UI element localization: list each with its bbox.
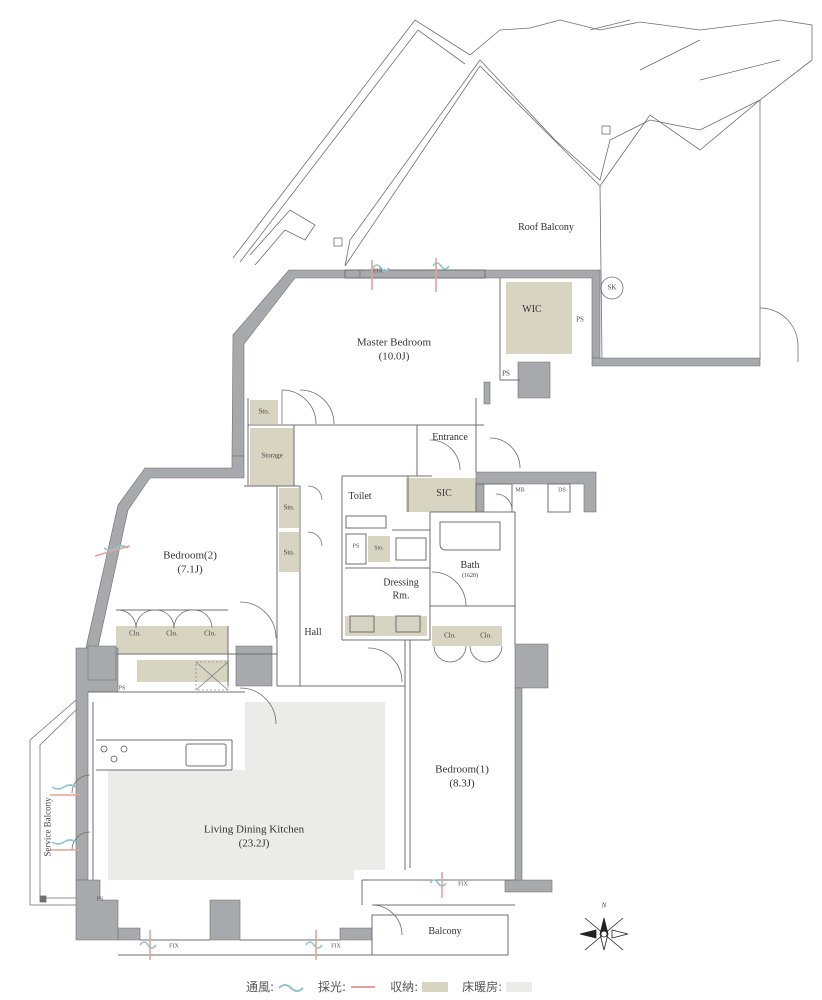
sto-top-label: Sto. bbox=[258, 407, 270, 416]
bedroom2-size: (7.1J) bbox=[177, 563, 203, 575]
master-bedroom-size: (10.0J) bbox=[378, 350, 410, 362]
clo-3-label: Clo. bbox=[204, 629, 216, 638]
clo-2-label: Clo. bbox=[166, 629, 178, 638]
bedroom2-name: Bedroom(2) bbox=[163, 549, 217, 562]
legend-floor-heating-label: 床暖房: bbox=[462, 980, 503, 994]
stove-icon bbox=[100, 745, 128, 763]
roof-balcony-label: Roof Balcony bbox=[518, 221, 574, 233]
legend-lighting-label: 採光: bbox=[318, 980, 347, 994]
ds-label: DS bbox=[558, 487, 566, 494]
entrance-label: Entrance bbox=[432, 431, 468, 443]
bath-name: Bath bbox=[460, 560, 480, 571]
north-label: N bbox=[601, 901, 607, 910]
master-bedroom-label: Master Bedroom (10.0J) bbox=[357, 336, 431, 364]
ps-bottom-label: PS bbox=[96, 896, 104, 903]
fix-bottom-mid-label: FIX bbox=[331, 943, 341, 950]
service-balcony-label: Service Balcony bbox=[42, 797, 53, 857]
fix-bottom-left-label: FIX bbox=[169, 943, 179, 950]
balcony-label: Balcony bbox=[428, 925, 462, 937]
storage-zones bbox=[116, 282, 572, 682]
compass-icon bbox=[579, 917, 629, 951]
legend-ventilation-label: 通風: bbox=[246, 980, 275, 994]
toilet-label: Toilet bbox=[348, 490, 372, 502]
hall-label: Hall bbox=[304, 626, 322, 638]
clo-4-label: Clo. bbox=[444, 631, 456, 640]
legend-storage: 収納: bbox=[390, 978, 449, 995]
bedroom2-label: Bedroom(2) (7.1J) bbox=[163, 549, 217, 577]
ventilation-swatch-icon bbox=[278, 983, 304, 992]
ps-mid-label: PS bbox=[502, 369, 510, 378]
interior-lines bbox=[88, 269, 571, 956]
ps-top-label: PS bbox=[576, 315, 584, 324]
legend-floor-heating: 床暖房: bbox=[462, 978, 533, 995]
ps-toilet-label: PS bbox=[352, 543, 360, 550]
service-balcony-outline bbox=[29, 699, 77, 906]
bath-label: Bath (1620) bbox=[461, 560, 480, 580]
ldk-label: Living Dining Kitchen (23.2J) bbox=[204, 823, 304, 851]
bedroom1-name: Bedroom(1) bbox=[435, 763, 489, 776]
sto-a-label: Sto. bbox=[283, 503, 295, 512]
ldk-name: Living Dining Kitchen bbox=[203, 823, 305, 836]
mb-label: MB bbox=[515, 487, 525, 494]
fix-top-label: FIX bbox=[373, 268, 383, 275]
legend-storage-label: 収納: bbox=[390, 980, 419, 994]
roof-balcony-outline bbox=[232, 19, 813, 362]
sto-b-label: Sto. bbox=[283, 548, 295, 557]
sto-toilet-label: Sto. bbox=[374, 545, 384, 552]
wic-label: WIC bbox=[522, 303, 542, 315]
lighting-marks bbox=[50, 258, 443, 960]
floor-heating-area bbox=[108, 702, 385, 880]
floor-heating-swatch bbox=[506, 981, 533, 992]
storage-label: Storage bbox=[261, 451, 283, 460]
bath-size: (1620) bbox=[461, 572, 478, 579]
dressing-name: Dressing bbox=[383, 577, 419, 589]
legend-lighting: 採光: bbox=[318, 978, 376, 995]
fix-bottom-right-label: FIX bbox=[458, 881, 468, 888]
bedroom1-size: (8.3J) bbox=[449, 777, 475, 789]
dressing-label: Dressing Rm. bbox=[383, 578, 419, 603]
storage-swatch bbox=[422, 981, 449, 992]
sk-label: SK bbox=[607, 283, 617, 292]
clo-5-label: Clo. bbox=[480, 631, 492, 640]
door-swings bbox=[71, 389, 521, 936]
exterior-walls bbox=[75, 269, 761, 941]
dressing-rm: Rm. bbox=[392, 590, 410, 601]
clo-1-label: Clo. bbox=[129, 629, 141, 638]
sic-label: SIC bbox=[436, 487, 452, 499]
ps-left-label: PS bbox=[118, 685, 126, 692]
kitchen-shaft bbox=[195, 661, 229, 691]
ldk-size: (23.2J) bbox=[238, 837, 270, 849]
lighting-swatch-icon bbox=[351, 985, 376, 988]
master-bedroom-name: Master Bedroom bbox=[356, 336, 432, 349]
bedroom1-label: Bedroom(1) (8.3J) bbox=[435, 763, 489, 791]
legend-ventilation: 通風: bbox=[246, 978, 304, 995]
legend: 通風: 採光: 収納: 床暖房: bbox=[246, 978, 546, 995]
